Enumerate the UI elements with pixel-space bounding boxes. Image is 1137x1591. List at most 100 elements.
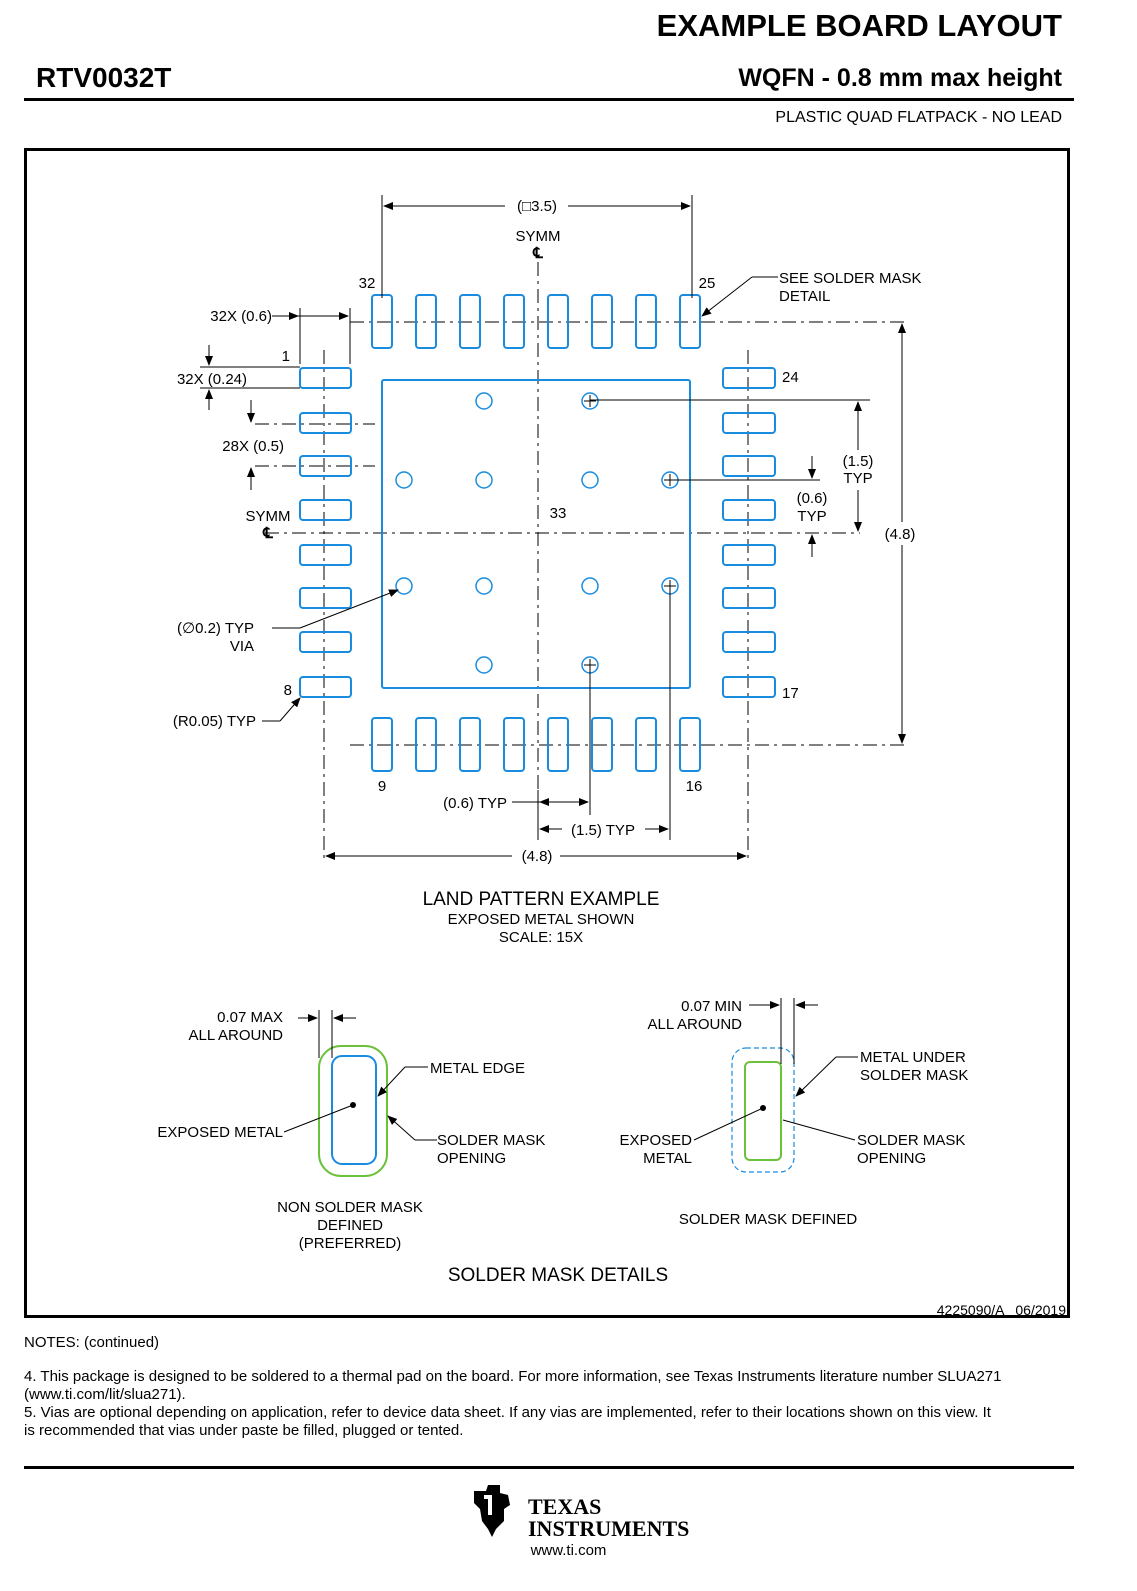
nsmd-detail: 0.07 MAX ALL AROUND METAL EDGE EXPOSED M…	[157, 1009, 545, 1252]
vias	[395, 392, 679, 674]
via-11	[475, 656, 493, 674]
nsmd-exposed-metal-label: EXPOSED METAL	[157, 1124, 283, 1141]
solder-mask-details-caption: SOLDER MASK DETAILS	[448, 1265, 668, 1286]
pad-top-29	[503, 294, 525, 349]
pad-right-19	[722, 587, 776, 609]
pad-left-5	[299, 544, 352, 566]
nsmd-opening-line1: SOLDER MASK	[437, 1132, 545, 1149]
nsmd-caption-line1: NON SOLDER MASK	[277, 1199, 423, 1216]
document-number: 4225090/A 06/2019	[937, 1302, 1066, 1318]
thermal-pad-33	[381, 379, 691, 689]
nsmd-dim-line1: 0.07 MAX	[217, 1009, 283, 1026]
pad-bottom-14	[591, 717, 613, 772]
drawing-frame	[24, 148, 1070, 1318]
dim-typ-06: TYP	[797, 508, 826, 525]
smd-exposed-line2: METAL	[643, 1150, 692, 1167]
pad-33-label: 33	[550, 505, 567, 522]
smd-metal-under-line2: SOLDER MASK	[860, 1067, 968, 1084]
pad-right-23	[722, 412, 776, 434]
footer-rule	[24, 1466, 1074, 1469]
pad-left-2	[299, 412, 352, 434]
via-1	[475, 392, 493, 410]
header-rule	[24, 98, 1074, 101]
nsmd-caption-line3: (PREFERRED)	[299, 1235, 402, 1252]
pad-left-3	[299, 455, 352, 477]
scale-caption: SCALE: 15X	[499, 929, 583, 946]
nsmd-metal-pad	[331, 1055, 377, 1165]
pad-right-20	[722, 544, 776, 566]
dim-body-vertical: (4.8)	[885, 526, 916, 543]
dim-corner-radius: (R0.05) TYP	[173, 713, 256, 730]
pad-left-4	[299, 499, 352, 521]
pad-bottom-16	[679, 717, 701, 772]
centerlines	[255, 262, 905, 860]
ti-url-link[interactable]: www.ti.com	[530, 1542, 607, 1559]
dimension-lines	[200, 195, 906, 860]
via-9	[581, 577, 599, 595]
ti-brand-line2: INSTRUMENTS	[528, 1516, 690, 1541]
smd-metal-pad	[731, 1047, 795, 1173]
smd-detail: 0.07 MIN ALL AROUND METAL UNDER SOLDER M…	[619, 998, 968, 1228]
dim-via-offset-horizontal: (0.6) TYP	[443, 795, 507, 812]
dim-body-horizontal: (4.8)	[522, 848, 553, 865]
dim-via-spacing-15: (1.5)	[843, 453, 874, 470]
via-8	[475, 577, 493, 595]
dim-pad-width: 32X (0.24)	[177, 371, 247, 388]
pin-1-label: 1	[282, 348, 290, 365]
smd-metal-under-line1: METAL UNDER	[860, 1049, 966, 1066]
notes-heading: NOTES: (continued)	[24, 1334, 160, 1351]
pad-top-28	[547, 294, 569, 349]
via-7	[395, 577, 413, 595]
via-5	[581, 471, 599, 489]
smd-exposed-line1: EXPOSED	[619, 1132, 692, 1149]
centerline-top-icon: ℄	[532, 245, 543, 262]
via-2	[581, 392, 599, 410]
ti-logo-icon	[474, 1485, 510, 1537]
pad-bottom-13	[547, 717, 569, 772]
dim-pitch: 28X (0.5)	[222, 438, 284, 455]
pads	[299, 294, 776, 772]
nsmd-caption-line2: DEFINED	[317, 1217, 383, 1234]
dim-body-size: (□3.5)	[517, 198, 557, 215]
part-number: RTV0032T	[36, 62, 172, 93]
smd-dim-line2: ALL AROUND	[648, 1016, 743, 1033]
nsmd-mask-opening	[318, 1045, 388, 1177]
pad-right-22	[722, 455, 776, 477]
pad-left-8	[299, 676, 352, 698]
nsmd-opening-line2: OPENING	[437, 1150, 506, 1167]
pad-top-25	[679, 294, 701, 349]
smd-opening-line1: SOLDER MASK	[857, 1132, 965, 1149]
pad-top-27	[591, 294, 613, 349]
see-detail-line1: SEE SOLDER MASK	[779, 270, 922, 287]
dim-via-offset-06: (0.6)	[797, 490, 828, 507]
smd-caption: SOLDER MASK DEFINED	[679, 1211, 858, 1228]
pin-9-label: 9	[378, 778, 386, 795]
package-name: WQFN - 0.8 mm max height	[738, 64, 1062, 92]
pad-right-18	[722, 631, 776, 653]
exposed-metal-caption: EXPOSED METAL SHOWN	[448, 911, 635, 928]
pin-17-label: 17	[782, 685, 799, 702]
smd-dim-line1: 0.07 MIN	[681, 998, 742, 1015]
pin-24-label: 24	[782, 369, 799, 386]
package-description: PLASTIC QUAD FLATPACK - NO LEAD	[775, 109, 1062, 126]
pin-32-label: 32	[359, 275, 376, 292]
pad-left-6	[299, 587, 352, 609]
note-4: 4. This package is designed to be solder…	[24, 1368, 1002, 1403]
land-pattern-caption: LAND PATTERN EXAMPLE	[423, 889, 660, 910]
nsmd-metal-edge-label: METAL EDGE	[430, 1060, 525, 1077]
pin-16-label: 16	[686, 778, 703, 795]
via-4	[475, 471, 493, 489]
dim-typ-15: TYP	[843, 470, 872, 487]
pad-right-24	[722, 367, 776, 389]
nsmd-dim-line2: ALL AROUND	[189, 1027, 284, 1044]
dim-via-spacing-horizontal: (1.5) TYP	[571, 822, 635, 839]
via-3	[395, 471, 413, 489]
pin-25-label: 25	[699, 275, 716, 292]
land-pattern-labels: (□3.5) SYMM ℄ 32 25 SEE SOLDER MASK DETA…	[173, 198, 922, 946]
via-label: VIA	[230, 638, 254, 655]
pad-bottom-12	[503, 717, 525, 772]
pad-left-1	[299, 367, 352, 389]
pad-top-26	[635, 294, 657, 349]
dim-pad-length: 32X (0.6)	[210, 308, 272, 325]
pad-bottom-10	[415, 717, 437, 772]
